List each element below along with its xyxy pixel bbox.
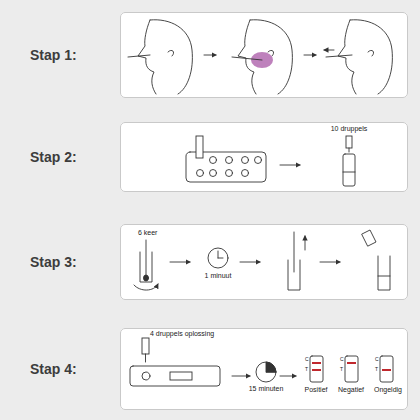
step-label: Positief xyxy=(305,386,328,394)
step-label: C xyxy=(305,357,309,363)
step-panel: Stap 2: xyxy=(120,122,408,192)
step-label: Negatief xyxy=(338,386,364,394)
step-heading: Stap 2: xyxy=(30,149,77,165)
step-heading: Stap 3: xyxy=(30,254,77,270)
step-heading: Stap 4: xyxy=(30,361,77,377)
step-label: T xyxy=(375,367,378,373)
step-label: 6 keer xyxy=(138,229,157,237)
step-panel: Stap 4: xyxy=(120,328,408,410)
step-label: T xyxy=(305,367,308,373)
step-label: 4 druppels oplossing xyxy=(150,330,214,338)
step-label: T xyxy=(340,367,343,373)
step-panel: Stap 1: xyxy=(120,12,408,98)
step-panel: Stap 3: xyxy=(120,224,408,300)
step-heading: Stap 1: xyxy=(30,47,77,63)
step-label: C xyxy=(340,357,344,363)
step-label: 10 druppels xyxy=(331,125,368,133)
step-label: Ongeldig xyxy=(374,386,402,394)
step-label: C xyxy=(375,357,379,363)
step-label: 15 minuten xyxy=(249,385,284,393)
step-label: 1 minuut xyxy=(205,272,232,280)
